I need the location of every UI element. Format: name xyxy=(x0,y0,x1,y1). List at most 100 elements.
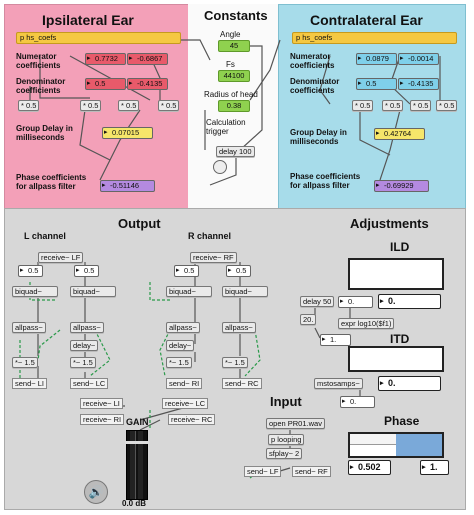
ild-num-1[interactable]: 1. xyxy=(320,334,351,346)
r-biquad-b[interactable]: biquad~ xyxy=(222,286,268,297)
angle-value[interactable]: 45 xyxy=(218,40,250,52)
contra-denominator-label: Denominator coefficients xyxy=(290,77,340,95)
receive-ri[interactable]: receive~ RI xyxy=(80,414,125,425)
contra-numerator-b0[interactable]: 0.0879 xyxy=(356,53,397,65)
l-delay[interactable]: delay~ xyxy=(70,340,99,351)
gain-label: GAIN xyxy=(126,417,149,427)
send-lc[interactable]: send~ LC xyxy=(70,378,109,389)
calc-trigger-button[interactable] xyxy=(213,160,227,174)
l-times-a[interactable]: *~ 1.5 xyxy=(12,357,38,368)
ipsi-mult-1[interactable]: * 0.5 xyxy=(18,100,40,111)
phase-value-2[interactable]: 1. xyxy=(420,460,449,475)
itd-title: ITD xyxy=(390,332,410,346)
sfplay-object[interactable]: sfplay~ 2 xyxy=(266,448,303,459)
ipsi-numerator-b0[interactable]: 0.7732 xyxy=(85,53,126,65)
gain-meter-left xyxy=(130,431,136,499)
r-channel-label: R channel xyxy=(188,231,232,241)
delay-50-object[interactable]: delay 50 xyxy=(300,296,335,307)
itd-num-0[interactable]: 0. xyxy=(340,396,375,408)
adjustments-title: Adjustments xyxy=(350,216,429,231)
fs-label: Fs xyxy=(226,60,235,69)
send-li[interactable]: send~ LI xyxy=(12,378,47,389)
r-biquad-a[interactable]: biquad~ xyxy=(166,286,212,297)
ipsi-denominator-label: Denominator coefficients xyxy=(16,77,66,95)
receive-rc[interactable]: receive~ RC xyxy=(168,414,216,425)
output-title: Output xyxy=(118,216,161,231)
itd-big-number[interactable]: 0. xyxy=(378,376,441,391)
send-rc[interactable]: send~ RC xyxy=(222,378,262,389)
ipsilateral-title: Ipsilateral Ear xyxy=(42,12,134,28)
send-lf[interactable]: send~ LF xyxy=(244,466,282,477)
r-delay[interactable]: delay~ xyxy=(166,340,195,351)
ipsi-denominator-a0[interactable]: 0.5 xyxy=(85,78,126,90)
r-allpass-b[interactable]: allpass~ xyxy=(222,322,256,333)
ipsi-denominator-a1[interactable]: -0.4135 xyxy=(127,78,168,90)
input-title: Input xyxy=(270,394,302,409)
speaker-icon[interactable]: 🔊 xyxy=(84,480,108,504)
open-wav-message[interactable]: open PR01.wav xyxy=(266,418,325,429)
receive-li[interactable]: receive~ LI xyxy=(80,398,123,409)
contralateral-title: Contralateral Ear xyxy=(310,12,423,28)
r-allpass-a[interactable]: allpass~ xyxy=(166,322,200,333)
contra-phase-value[interactable]: -0.69929 xyxy=(374,180,429,192)
contra-group-delay-value[interactable]: 0.42764 xyxy=(374,128,425,140)
l-biquad-b[interactable]: biquad~ xyxy=(70,286,116,297)
receive-rf[interactable]: receive~ RF xyxy=(190,252,237,263)
ipsi-mult-3[interactable]: * 0.5 xyxy=(118,100,140,111)
ipsi-hs-coefs-subpatch[interactable]: p hs_coefs xyxy=(16,32,181,44)
receive-lf[interactable]: receive~ LF xyxy=(38,252,84,263)
gain-meter-right xyxy=(138,431,143,499)
contra-numerator-b1[interactable]: -0.0014 xyxy=(398,53,439,65)
p-looping-subpatch[interactable]: p looping xyxy=(268,434,305,445)
ild-big-number[interactable]: 0. xyxy=(378,294,441,309)
gain-slider-knob[interactable] xyxy=(125,440,149,444)
radius-label: Radius of head xyxy=(204,90,258,99)
ild-display xyxy=(348,258,444,290)
ipsi-phase-label: Phase coefficients for allpass filter xyxy=(16,173,87,191)
mstosamps-object[interactable]: mstosamps~ xyxy=(314,378,363,389)
l-allpass-a[interactable]: allpass~ xyxy=(12,322,46,333)
itd-display xyxy=(348,346,444,372)
send-rf[interactable]: send~ RF xyxy=(292,466,331,477)
fs-value[interactable]: 44100 xyxy=(218,70,250,82)
ipsi-phase-value[interactable]: -0.51146 xyxy=(100,180,155,192)
delay-100-object[interactable]: delay 100 xyxy=(216,146,255,157)
l-biquad-a[interactable]: biquad~ xyxy=(12,286,58,297)
l-allpass-b[interactable]: allpass~ xyxy=(70,322,104,333)
phase-slider[interactable] xyxy=(348,432,444,458)
r-times-b[interactable]: *~ 1.5 xyxy=(222,357,248,368)
ipsi-mult-2[interactable]: * 0.5 xyxy=(80,100,102,111)
gain-value: 0.0 dB xyxy=(122,499,147,508)
r-gain-b[interactable]: 0.5 xyxy=(226,265,251,277)
expr-log10-object[interactable]: expr log10($f1) xyxy=(338,318,395,329)
ipsi-numerator-label: Numerator coefficients xyxy=(16,52,61,70)
contra-mult-2[interactable]: * 0.5 xyxy=(382,100,404,111)
contra-numerator-label: Numerator coefficients xyxy=(290,52,335,70)
phase-title: Phase xyxy=(384,414,420,428)
contra-denominator-a1[interactable]: -0.4135 xyxy=(398,78,439,90)
angle-label: Angle xyxy=(220,30,241,39)
phase-value[interactable]: 0.502 xyxy=(348,460,391,475)
num-20-object[interactable]: 20. xyxy=(300,314,317,325)
l-gain-a[interactable]: 0.5 xyxy=(18,265,43,277)
ild-title: ILD xyxy=(390,240,410,254)
receive-lc[interactable]: receive~ LC xyxy=(162,398,209,409)
ild-num-0[interactable]: 0. xyxy=(338,296,373,308)
l-gain-b[interactable]: 0.5 xyxy=(74,265,99,277)
contra-mult-3[interactable]: * 0.5 xyxy=(410,100,432,111)
ipsi-mult-4[interactable]: * 0.5 xyxy=(158,100,180,111)
radius-value[interactable]: 0.38 xyxy=(218,100,250,112)
ipsi-numerator-b1[interactable]: -0.6867 xyxy=(127,53,168,65)
r-gain-a[interactable]: 0.5 xyxy=(174,265,199,277)
calc-trigger-label: Calculation trigger xyxy=(206,118,246,136)
ipsi-group-delay-value[interactable]: 0.07015 xyxy=(102,127,153,139)
gain-slider[interactable] xyxy=(125,430,149,500)
contra-mult-1[interactable]: * 0.5 xyxy=(352,100,374,111)
contra-hs-coefs-subpatch[interactable]: p hs_coefs xyxy=(292,32,457,44)
send-ri[interactable]: send~ RI xyxy=(166,378,203,389)
contra-mult-4[interactable]: * 0.5 xyxy=(436,100,458,111)
phase-slider-fill xyxy=(396,434,442,456)
l-times-b[interactable]: *~ 1.5 xyxy=(70,357,96,368)
contra-denominator-a0[interactable]: 0.5 xyxy=(356,78,397,90)
r-times-a[interactable]: *~ 1.5 xyxy=(166,357,192,368)
